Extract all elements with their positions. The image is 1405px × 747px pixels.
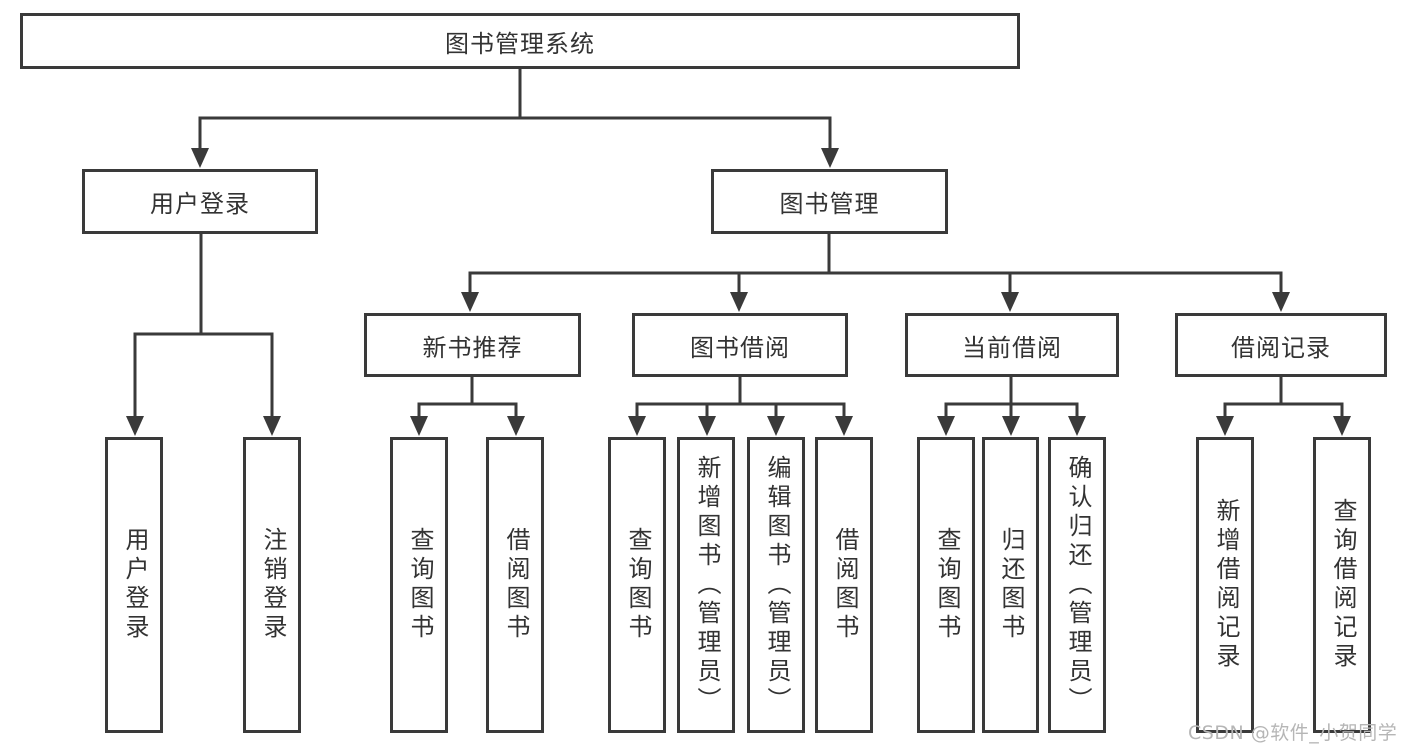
- node-book-management: 图书管理: [711, 169, 948, 234]
- leaf-newbooks-borrow-books: 借阅图书: [486, 437, 544, 733]
- leaf-logout: 注销登录: [243, 437, 301, 733]
- csdn-watermark: CSDN @软件_小贺同学: [1188, 722, 1398, 744]
- leaf-borrowing-add-books-admin: 新增图书（管理员）: [677, 437, 735, 733]
- node-user-login: 用户登录: [82, 169, 318, 234]
- leaf-current-query-books: 查询图书: [917, 437, 975, 733]
- node-borrowing-records: 借阅记录: [1175, 313, 1387, 377]
- leaf-current-confirm-return-admin: 确认归还（管理员）: [1048, 437, 1106, 733]
- node-new-book-recommend: 新书推荐: [364, 313, 581, 377]
- leaf-borrowing-edit-books-admin: 编辑图书（管理员）: [747, 437, 805, 733]
- leaf-newbooks-query-books: 查询图书: [390, 437, 448, 733]
- node-current-borrowing: 当前借阅: [905, 313, 1119, 377]
- node-book-borrowing: 图书借阅: [632, 313, 848, 377]
- leaf-records-query-record: 查询借阅记录: [1313, 437, 1371, 733]
- leaf-current-return-books: 归还图书: [982, 437, 1039, 733]
- leaf-borrowing-borrow-books: 借阅图书: [815, 437, 873, 733]
- leaf-user-login: 用户登录: [105, 437, 163, 733]
- node-root-system: 图书管理系统: [20, 13, 1020, 69]
- leaf-records-add-record: 新增借阅记录: [1196, 437, 1254, 733]
- leaf-borrowing-query-books: 查询图书: [608, 437, 666, 733]
